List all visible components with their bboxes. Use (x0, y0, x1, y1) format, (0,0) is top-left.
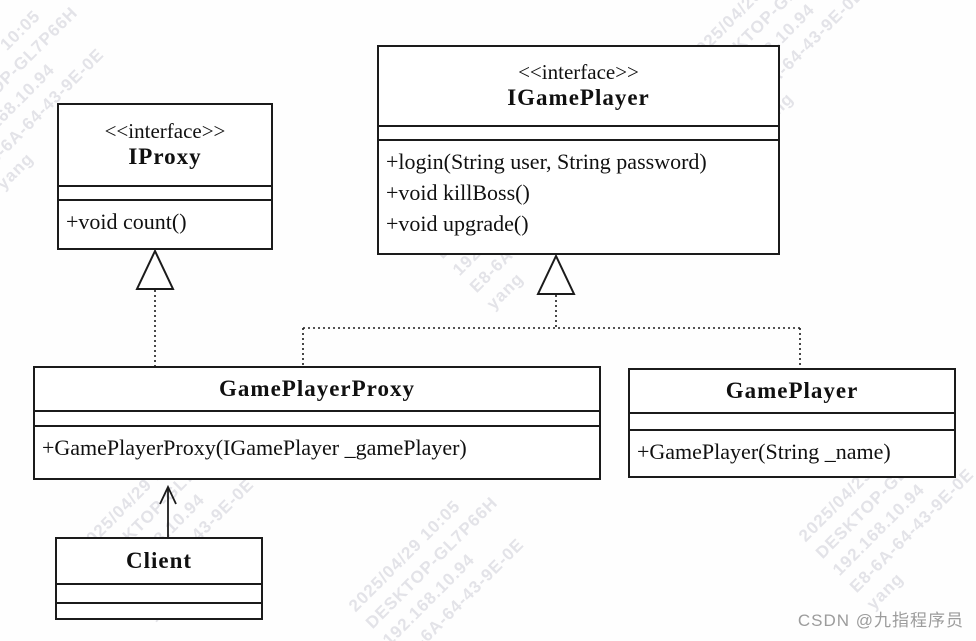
method-label: +void killBoss() (386, 180, 530, 205)
class-name: GamePlayer (725, 378, 859, 404)
methods-section: +login(String user, String password) +vo… (379, 141, 778, 253)
methods-section (57, 604, 261, 618)
class-title-section: Client (57, 539, 261, 585)
class-box-client: Client (55, 537, 263, 620)
association-arrowhead-icon (159, 484, 177, 505)
method-label: +GamePlayer(String _name) (637, 439, 891, 464)
class-box-gameplayer: GamePlayer +GamePlayer(String _name) (628, 368, 956, 478)
attributes-section (35, 412, 599, 427)
csdn-attribution: CSDN @九指程序员 (797, 611, 964, 630)
realization-triangle-iproxy-icon (135, 248, 175, 290)
methods-section: +GamePlayer(String _name) (630, 431, 954, 476)
class-box-igameplayer: <<interface>> IGamePlayer +login(String … (377, 45, 780, 255)
class-title-section: <<interface>> IGamePlayer (379, 47, 778, 127)
method-label: +void count() (66, 209, 187, 234)
method-label: +void upgrade() (386, 211, 529, 236)
class-title-section: <<interface>> IProxy (59, 105, 271, 187)
class-name: Client (125, 548, 193, 574)
class-name: IGamePlayer (507, 84, 650, 110)
methods-section: +void count() (59, 201, 271, 248)
class-name: GamePlayerProxy (219, 376, 415, 402)
class-title-section: GamePlayerProxy (35, 368, 599, 412)
methods-section: +GamePlayerProxy(IGamePlayer _gamePlayer… (35, 427, 599, 478)
class-box-gameplayerproxy: GamePlayerProxy +GamePlayerProxy(IGamePl… (33, 366, 601, 480)
attributes-section (57, 585, 261, 604)
method-label: +GamePlayerProxy(IGamePlayer _gamePlayer… (42, 435, 467, 460)
attributes-section (59, 187, 271, 201)
stereotype-label: <<interface>> (104, 119, 226, 144)
attributes-section (379, 127, 778, 141)
stereotype-label: <<interface>> (518, 60, 639, 85)
class-title-section: GamePlayer (630, 370, 954, 414)
class-box-iproxy: <<interface>> IProxy +void count() (57, 103, 273, 250)
realization-triangle-igameplayer-icon (536, 253, 576, 295)
method-label: +login(String user, String password) (386, 149, 707, 174)
class-name: IProxy (128, 143, 202, 169)
attributes-section (630, 414, 954, 431)
